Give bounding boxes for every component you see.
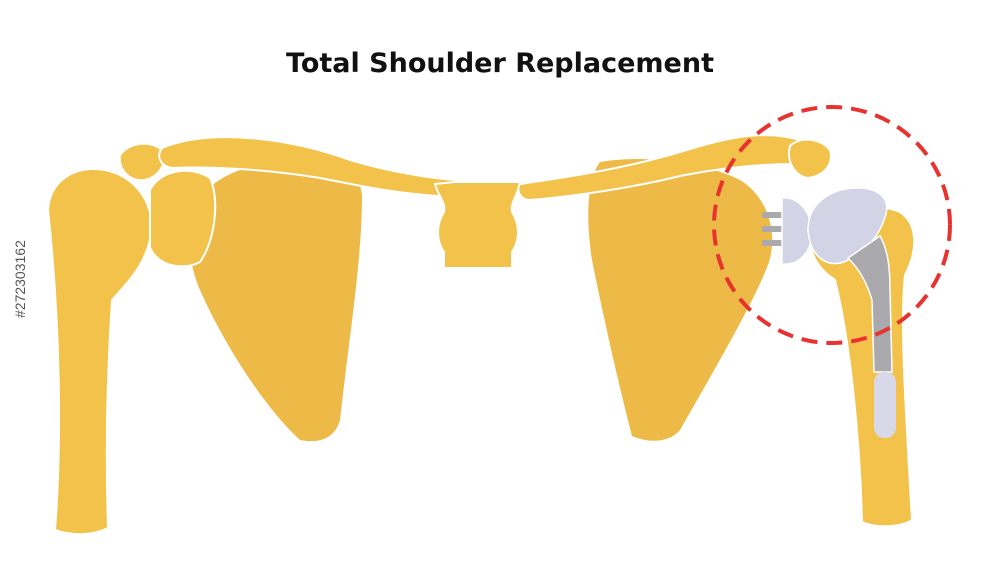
left-glenoid: [149, 169, 217, 268]
glenoid-peg: [762, 226, 786, 232]
diagram-title: Total Shoulder Replacement: [285, 48, 714, 79]
sternum: [433, 181, 522, 269]
cement-plug: [874, 372, 896, 438]
highlight-circle: [712, 105, 952, 345]
glenoid-peg: [762, 240, 786, 246]
left-humerus: [46, 168, 154, 536]
left-acromion: [118, 142, 165, 182]
glenoid-peg: [762, 212, 786, 218]
right-acromion: [788, 138, 832, 180]
humeral-stem: [846, 234, 893, 373]
glenoid-component: [762, 197, 813, 265]
right-scapula: [588, 159, 773, 441]
left-scapula: [189, 159, 362, 442]
